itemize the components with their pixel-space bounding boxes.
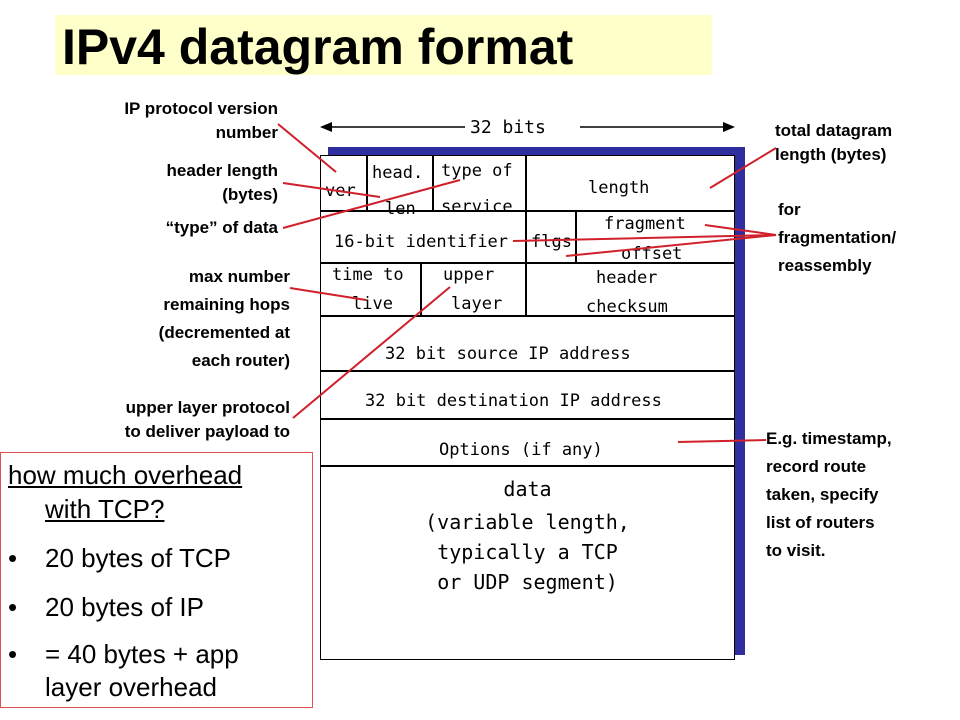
annotation-hops-line2: remaining hops bbox=[163, 295, 290, 314]
field-upper-layer-line1: upper bbox=[443, 265, 495, 285]
row-divider bbox=[320, 315, 735, 317]
overhead-question-line1: how much overhead bbox=[8, 460, 243, 490]
annotation-options-example: E.g. timestamp, record route taken, spec… bbox=[766, 425, 956, 565]
annotation-opt-line4: list of routers bbox=[766, 513, 875, 532]
col-divider bbox=[525, 210, 527, 262]
title-band bbox=[55, 15, 712, 75]
col-divider bbox=[525, 155, 527, 210]
row-divider bbox=[320, 465, 735, 467]
col-divider bbox=[366, 155, 368, 210]
field-ttl-line1: time to bbox=[332, 265, 404, 285]
annotation-version-line2: number bbox=[215, 123, 278, 142]
pointer-total-length bbox=[709, 147, 777, 189]
annotation-upper-line1: upper layer protocol bbox=[125, 398, 290, 417]
field-tos-line1: type of bbox=[441, 161, 513, 181]
pointer-frag-offset bbox=[704, 224, 777, 236]
row-divider bbox=[320, 262, 735, 264]
col-divider bbox=[432, 155, 434, 210]
annotation-fragmentation: for fragmentation/ reassembly bbox=[778, 196, 958, 280]
row-divider bbox=[320, 370, 735, 372]
annotation-version: IP protocol version number bbox=[40, 97, 278, 145]
pointer-header-length bbox=[282, 182, 381, 198]
pointer-type-of-service bbox=[282, 179, 461, 229]
field-flags: flgs bbox=[531, 232, 572, 252]
field-destination-address: 32 bit destination IP address bbox=[365, 391, 662, 411]
annotation-total-line2: length (bytes) bbox=[775, 145, 887, 164]
field-head-len-line2: len bbox=[385, 199, 416, 219]
annotation-opt-line2: record route bbox=[766, 457, 867, 476]
annotation-hops-line3: (decremented at bbox=[158, 323, 290, 342]
page-title: IPv4 datagram format bbox=[62, 19, 574, 75]
field-length: length bbox=[588, 178, 650, 198]
annotation-opt-line5: to visit. bbox=[766, 541, 826, 560]
annotation-total-length: total datagram length (bytes) bbox=[775, 119, 955, 167]
annotation-upper-layer: upper layer protocol to deliver payload … bbox=[40, 396, 290, 444]
field-source-address: 32 bit source IP address bbox=[385, 344, 631, 364]
overhead-question-line2: with TCP? bbox=[45, 494, 165, 524]
overhead-bullet-tcp: 20 bytes of TCP bbox=[45, 543, 231, 573]
annotation-opt-line1: E.g. timestamp, bbox=[766, 429, 892, 448]
pointer-version bbox=[277, 123, 337, 173]
annotation-max-hops: max number remaining hops (decremented a… bbox=[40, 263, 290, 375]
datagram-frame bbox=[320, 155, 735, 660]
bullet-icon: • bbox=[8, 639, 18, 669]
col-divider bbox=[420, 262, 422, 315]
overhead-bullet-ip: 20 bytes of IP bbox=[45, 592, 204, 622]
annotation-frag-line2: fragmentation/ bbox=[778, 228, 897, 247]
width-label: 32 bits bbox=[470, 117, 546, 138]
field-data-line2: (variable length, bbox=[425, 510, 630, 534]
field-data-line4: or UDP segment) bbox=[437, 570, 618, 594]
field-head-len-line1: head. bbox=[372, 163, 424, 183]
field-data-line3: typically a TCP bbox=[437, 540, 618, 564]
field-options: Options (if any) bbox=[439, 440, 603, 460]
row-divider bbox=[320, 418, 735, 420]
annotation-frag-line3: reassembly bbox=[778, 256, 872, 275]
annotation-total-line1: total datagram bbox=[775, 121, 893, 140]
annotation-type-of-data: “type” of data bbox=[165, 218, 278, 237]
annotation-opt-line3: taken, specify bbox=[766, 485, 879, 504]
col-divider bbox=[575, 210, 577, 262]
annotation-hlen-line1: header length bbox=[166, 161, 278, 180]
pointer-frag-flags bbox=[512, 234, 777, 242]
bullet-icon: • bbox=[8, 543, 18, 573]
annotation-upper-line2: to deliver payload to bbox=[124, 422, 290, 441]
annotation-hops-line1: max number bbox=[188, 267, 290, 286]
annotation-frag-line1: for bbox=[778, 200, 801, 219]
overhead-bullet-total: = 40 bytes + app bbox=[45, 639, 239, 669]
bullet-icon: • bbox=[8, 592, 18, 622]
annotation-hops-line4: each router) bbox=[191, 351, 290, 370]
field-checksum-line1: header bbox=[596, 268, 658, 288]
pointer-upper-layer bbox=[292, 286, 451, 419]
pointer-frag-offset-2 bbox=[565, 234, 777, 257]
field-upper-layer-line2: layer bbox=[451, 294, 503, 314]
annotation-version-line1: IP protocol version bbox=[124, 99, 278, 118]
field-checksum-line2: checksum bbox=[586, 297, 668, 317]
pointer-time-to-live bbox=[289, 287, 367, 301]
field-data-line1: data bbox=[503, 477, 552, 501]
field-identifier: 16-bit identifier bbox=[334, 232, 508, 252]
annotation-header-length: header length (bytes) bbox=[40, 159, 278, 207]
field-tos-line2: service bbox=[441, 197, 513, 217]
overhead-bullet-total-cont: layer overhead bbox=[45, 672, 217, 702]
col-divider bbox=[525, 262, 527, 315]
annotation-hlen-line2: (bytes) bbox=[222, 185, 278, 204]
overhead-note-box bbox=[0, 452, 313, 708]
row-divider bbox=[320, 210, 735, 212]
field-frag-offset-line1: fragment bbox=[604, 214, 686, 234]
pointer-options bbox=[677, 439, 767, 443]
